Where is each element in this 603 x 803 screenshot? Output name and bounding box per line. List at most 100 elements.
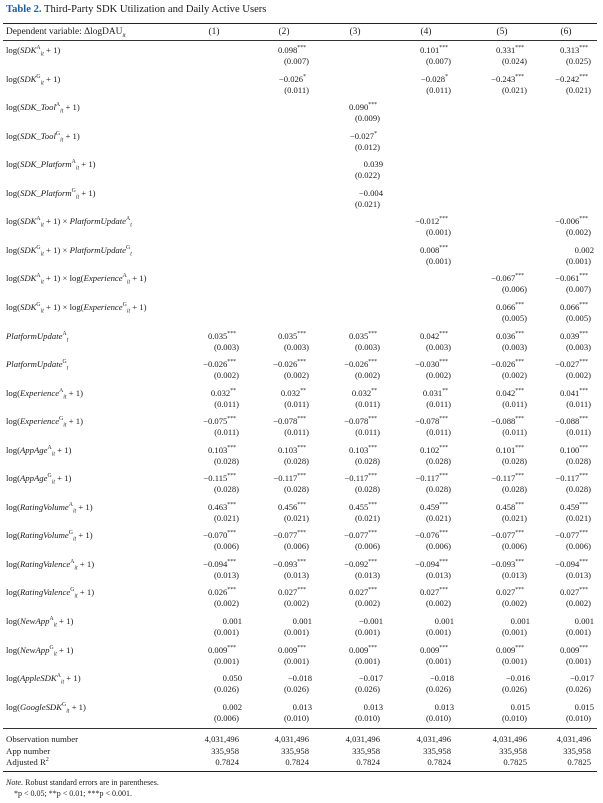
variable-index: it xyxy=(40,223,44,230)
variable-superscript: A xyxy=(47,444,52,451)
coefficient-cell: 0.009*** xyxy=(277,644,306,655)
significance-stars: *** xyxy=(368,416,377,423)
interaction-index: t xyxy=(130,223,132,230)
variable-subscript: it xyxy=(76,166,79,172)
interaction-superscript: G xyxy=(126,244,131,251)
coefficient-cell: −0.093*** xyxy=(273,558,306,569)
variable-index: it xyxy=(53,651,57,658)
significance-stars: *** xyxy=(227,473,236,480)
significance-stars: ** xyxy=(371,387,377,394)
significance-stars: *** xyxy=(297,45,306,52)
coefficient-cell: 0.009*** xyxy=(419,644,448,655)
significance-stars: *** xyxy=(515,302,524,309)
coefficient-cell: 0.009*** xyxy=(495,644,524,655)
coefficient-cell: −0.093*** xyxy=(491,558,524,569)
standard-error-cell: (0.002) xyxy=(213,370,239,381)
variable-subscript: it xyxy=(54,651,57,657)
standard-error-cell: (0.011) xyxy=(502,398,527,409)
row-label: log(SDK_ToolGit + 1) xyxy=(6,130,80,144)
variable-index: it xyxy=(60,137,64,144)
coefficient-cell: −0.077*** xyxy=(555,530,588,541)
standard-error-cell: (0.006) xyxy=(501,541,527,552)
variable-superscript: G xyxy=(68,530,73,537)
row-label: PlatformUpdateGt xyxy=(6,359,68,372)
standard-error-cell: (0.002) xyxy=(354,370,380,381)
row-label: log(RatingVolumeAit + 1) xyxy=(6,501,93,515)
significance-stars: * xyxy=(445,73,448,80)
standard-error-cell: (0.005) xyxy=(501,312,527,323)
coefficient-cell: 0.459*** xyxy=(419,501,448,512)
variable-superscript: G xyxy=(36,302,41,309)
stat-label: Observation number xyxy=(6,734,79,744)
coefficient-cell: −0.070*** xyxy=(203,530,236,541)
variable-subscript: it xyxy=(61,680,64,686)
variable-subscript: it xyxy=(66,708,69,714)
variable-index: it xyxy=(72,537,77,544)
interaction-subscript: it xyxy=(127,309,130,315)
significance-stars: *** xyxy=(297,530,306,537)
standard-error-cell: (0.021) xyxy=(354,512,380,523)
table-number: Table 2. xyxy=(6,4,42,15)
coefficient-cell: −0.075*** xyxy=(203,416,236,427)
header-rule xyxy=(3,40,597,41)
variable-name: SDK xyxy=(20,244,37,255)
standard-error-cell: (0.003) xyxy=(354,341,380,352)
variable-index: it xyxy=(60,108,64,115)
standard-error-cell: (0.002) xyxy=(213,598,239,609)
variable-superscript: G xyxy=(47,473,52,480)
column-header: (2) xyxy=(278,27,290,37)
significance-stars: *** xyxy=(515,359,524,366)
stat-value: 4,031,496 xyxy=(492,734,527,744)
coefficient-cell: 0.032** xyxy=(210,387,236,398)
dep-var-sub: it xyxy=(122,32,126,39)
variable-index: it xyxy=(75,194,80,201)
significance-stars: *** xyxy=(297,416,306,423)
significance-stars: *** xyxy=(579,273,588,280)
standard-error-cell: (0.011) xyxy=(502,427,527,438)
significance-stars: *** xyxy=(368,501,377,508)
significance-stars: *** xyxy=(579,587,588,594)
row-label: log(SDK_PlatformGit + 1) xyxy=(6,187,96,201)
variable-subscript: it xyxy=(63,423,66,429)
standard-error-cell: (0.006) xyxy=(425,541,451,552)
significance-stars: *** xyxy=(297,330,306,337)
significance-stars: *** xyxy=(297,444,306,451)
coefficient-cell: 0.001 xyxy=(222,616,242,626)
standard-error-cell: (0.006) xyxy=(213,712,239,723)
stat-label: Adjusted R2 xyxy=(6,757,49,767)
coefficient-cell: −0.077*** xyxy=(273,530,306,541)
row-label: log(SDKGit + 1) xyxy=(6,73,61,87)
standard-error-cell: (0.001) xyxy=(213,627,239,637)
significance-stars: *** xyxy=(579,387,588,394)
variable-superscript: G xyxy=(71,187,76,194)
standard-error-cell: (0.010) xyxy=(283,712,309,723)
coefficient-cell: −0.026* xyxy=(278,73,306,84)
significance-stars: *** xyxy=(297,359,306,366)
standard-error-cell: (0.011) xyxy=(566,427,591,438)
standard-error-cell: (0.013) xyxy=(501,569,527,580)
variable-name: AppleSDK xyxy=(20,673,57,684)
standard-error-cell: (0.006) xyxy=(565,541,591,552)
standard-error-cell: (0.001) xyxy=(354,655,380,666)
coefficient-cell: −0.017 xyxy=(358,673,383,684)
significance-stars: *** xyxy=(579,73,588,80)
variable-superscript: G xyxy=(49,644,54,651)
significance-stars: *** xyxy=(227,644,236,651)
standard-error-cell: (0.021) xyxy=(565,84,591,95)
interaction-variable-name: Experience xyxy=(83,273,123,284)
variable-index: it xyxy=(51,479,55,486)
standard-error-cell: (0.026) xyxy=(354,684,380,695)
coefficient-cell: 0.455*** xyxy=(348,501,377,512)
column-header: (1) xyxy=(208,27,220,37)
significance-stars: *** xyxy=(368,444,377,451)
standard-error-cell: (0.013) xyxy=(565,569,591,580)
standard-error-cell: (0.026) xyxy=(283,684,309,695)
variable-superscript: G xyxy=(70,587,75,594)
variable-subscript: it xyxy=(60,137,63,143)
coefficient-cell: −0.077*** xyxy=(344,530,377,541)
coefficient-cell: −0.026*** xyxy=(344,359,377,370)
coefficient-cell: 0.102*** xyxy=(419,444,448,455)
variable-index: it xyxy=(40,80,44,87)
significance-stars: *** xyxy=(368,330,377,337)
variable-subscript: it xyxy=(41,80,44,86)
